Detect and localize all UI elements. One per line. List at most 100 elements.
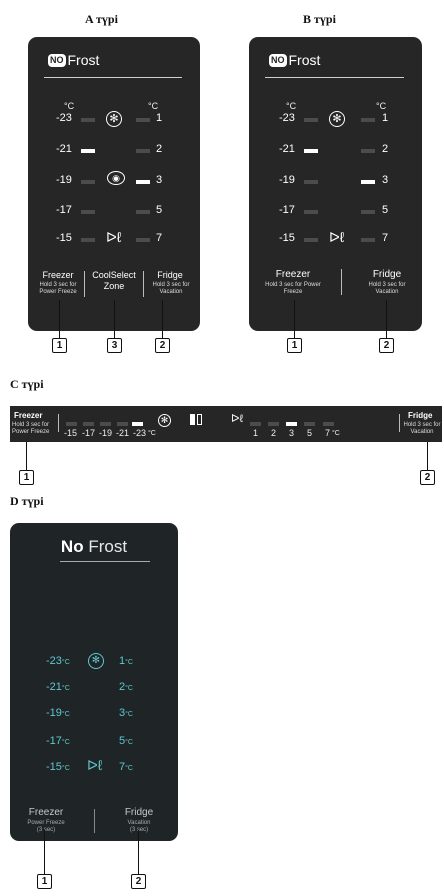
fridge-button-hint: Vacation	[127, 820, 151, 826]
fridge-indicator	[250, 422, 261, 426]
freezer-button-hint: Hold 3 sec for Power Freeze	[12, 422, 50, 435]
fridge-temp: 5	[156, 204, 163, 216]
panel-d: No Frost -23°C ✻ 1°C -21°C 2°C -19°C 3°C…	[10, 523, 178, 841]
fridge-unit: °C	[148, 101, 159, 111]
freezer-unit: °C	[148, 430, 156, 437]
fridge-button-hint: Hold 3 sec for Vacation	[403, 422, 441, 435]
snowflake-icon: ✻	[88, 653, 104, 669]
button-divider	[58, 414, 59, 432]
fridge-temp: 1°C	[119, 655, 133, 667]
logo-divider	[265, 77, 404, 78]
fridge-temp: 2	[271, 428, 277, 438]
fridge-indicator	[304, 422, 315, 426]
freezer-button-hint: Hold 3 sec for Power Freeze	[39, 282, 77, 295]
fridge-temp: 2	[156, 143, 163, 155]
fridge-button[interactable]: Fridge	[157, 270, 183, 280]
freezer-temp: -15	[279, 232, 295, 244]
freezer-button[interactable]: Freezer	[275, 269, 311, 280]
vacation-icon: ᐅℓ	[87, 757, 103, 773]
freezer-button[interactable]: Freezer	[14, 411, 43, 420]
callout-2: 2	[420, 470, 435, 485]
freezer-temp: -23	[279, 112, 295, 124]
freezer-button-hint-time: (3 sec)	[36, 827, 56, 833]
callout-line	[114, 300, 115, 338]
callout-1: 1	[37, 874, 52, 889]
fridge-temp: 5	[382, 204, 389, 216]
fridge-indicator	[361, 238, 375, 242]
fridge-unit: °C	[376, 101, 387, 111]
snowflake-icon: ✻	[106, 111, 122, 127]
callout-line	[294, 300, 295, 338]
freezer-temp: -19	[99, 428, 113, 438]
freezer-indicator	[304, 118, 318, 122]
fridge-temp: 1	[156, 112, 163, 124]
no-frost-logo: NO Frost	[48, 52, 99, 68]
meat-icon: ◉	[107, 171, 125, 185]
logo-no: No	[60, 537, 84, 556]
freezer-temp: -19°C	[46, 707, 70, 719]
freezer-indicator	[304, 238, 318, 242]
type-b-title: B түрі	[303, 12, 336, 26]
fridge-temp: 1	[382, 112, 389, 124]
fridge-temp: 3	[289, 428, 295, 438]
callout-3: 3	[107, 338, 122, 353]
freezer-temp: -21	[116, 428, 130, 438]
freezer-temp: -17	[279, 204, 295, 216]
fridge-button-hint: Hold 3 sec for Vacation	[152, 282, 190, 295]
vacation-icon: ᐅℓ	[106, 229, 122, 245]
callout-1: 1	[52, 338, 67, 353]
freezer-indicator	[304, 210, 318, 214]
freezer-indicator	[81, 238, 95, 242]
freezer-temp: -15°C	[46, 761, 70, 773]
freezer-temp: -19	[56, 174, 72, 186]
freezer-button-hint: Hold 3 sec for Power Freeze	[265, 282, 321, 295]
fridge-temp: 3	[156, 174, 163, 186]
vacation-icon: ᐅℓ	[231, 413, 244, 425]
vacation-icon: ᐅℓ	[329, 229, 345, 245]
fridge-button[interactable]: Fridge	[124, 807, 154, 818]
button-divider	[84, 271, 85, 297]
fridge-indicator	[136, 149, 150, 153]
freezer-temp: -15	[64, 428, 78, 438]
freezer-temp: -17	[82, 428, 96, 438]
logo-divider	[44, 77, 182, 78]
freezer-indicator	[100, 422, 111, 426]
freezer-indicator-on	[304, 149, 318, 153]
logo-no: NO	[48, 53, 66, 67]
button-divider	[399, 414, 400, 432]
fridge-indicator	[136, 118, 150, 122]
fridge-indicator-on	[136, 180, 150, 184]
fridge-indicator	[323, 422, 334, 426]
freezer-button[interactable]: Freezer	[28, 807, 64, 818]
no-frost-logo: No Frost	[10, 537, 178, 557]
logo-divider	[60, 561, 150, 562]
fridge-indicator	[361, 210, 375, 214]
freezer-temp: -21°C	[46, 681, 70, 693]
callout-line	[162, 300, 163, 338]
fridge-button-hint-time: (3 sec)	[129, 827, 149, 833]
callout-1: 1	[19, 470, 34, 485]
freezer-temp: -17	[56, 204, 72, 216]
freezer-indicator	[304, 180, 318, 184]
callout-line	[138, 830, 139, 874]
freezer-indicator	[81, 180, 95, 184]
fridge-temp: 1	[253, 428, 259, 438]
snowflake-icon: ✻	[158, 414, 171, 427]
coolselect-zone-button[interactable]: CoolSelect Zone	[92, 270, 136, 291]
callout-line	[59, 300, 60, 338]
freezer-temp: -21	[279, 143, 295, 155]
fridge-button[interactable]: Fridge	[408, 411, 433, 420]
freezer-temp: -15	[56, 232, 72, 244]
freezer-temp: -21	[56, 143, 72, 155]
freezer-button-hint: Power Freeze	[27, 820, 65, 826]
callout-2: 2	[131, 874, 146, 889]
callout-line	[44, 830, 45, 874]
freezer-button[interactable]: Freezer	[42, 270, 74, 280]
logo-no: NO	[269, 53, 287, 67]
freezer-indicator	[117, 422, 128, 426]
fridge-temp: 7	[325, 428, 331, 438]
freezer-unit: °C	[286, 101, 297, 111]
fridge-button[interactable]: Fridge	[372, 269, 402, 280]
fridge-indicator	[361, 149, 375, 153]
button-divider	[143, 271, 144, 297]
